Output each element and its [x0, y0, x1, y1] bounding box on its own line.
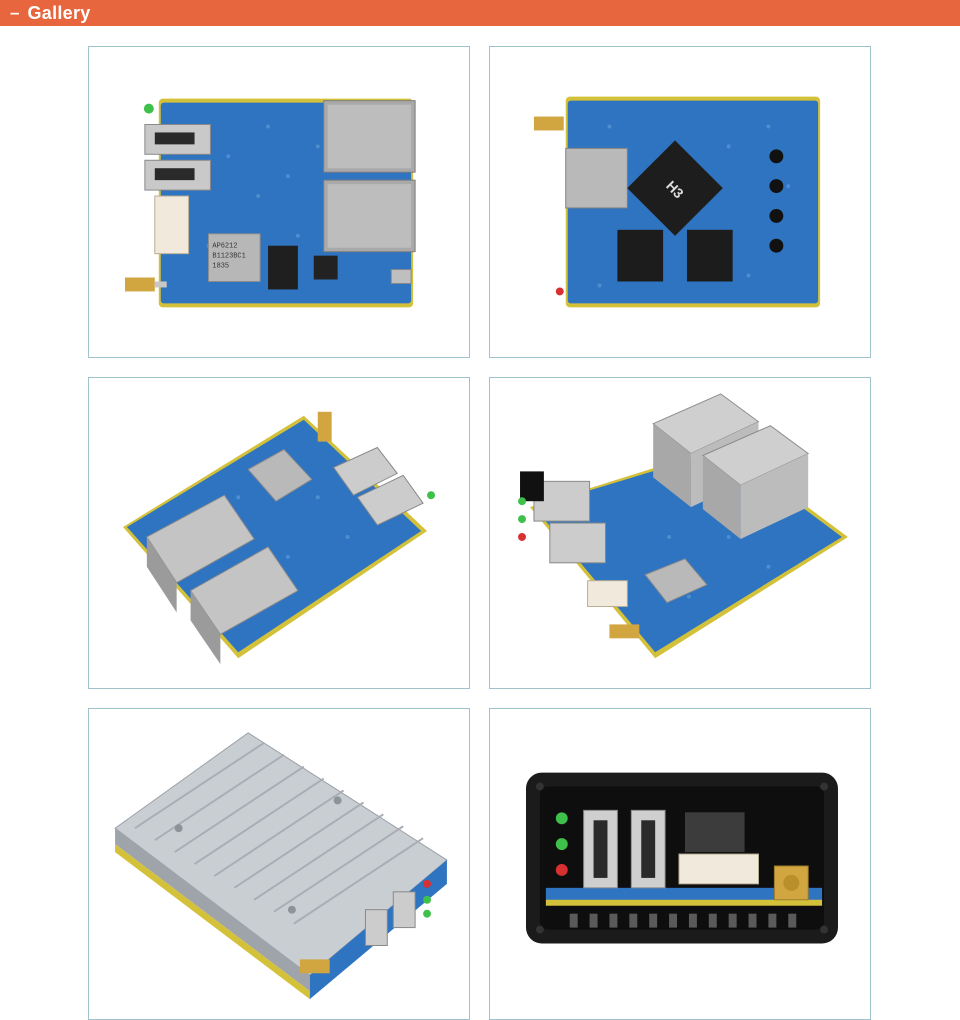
gallery-image-board-usb-angle[interactable] [489, 377, 871, 689]
gallery-image-aluminum-case[interactable] [88, 708, 470, 1020]
header-title: Gallery [27, 3, 91, 23]
gallery-image-case-front[interactable] [489, 708, 871, 1020]
gallery-image-board-ethernet-angle[interactable] [88, 377, 470, 689]
gallery-image-board-top[interactable]: AP6212 B1123BC1 1835 [88, 46, 470, 358]
board-bottom-view-image: H3 [533, 96, 821, 308]
svg-text:1835: 1835 [212, 263, 229, 271]
board-angle-ethernet-image [123, 411, 435, 665]
board-angle-usb-image [518, 393, 848, 659]
gallery-image-board-bottom[interactable]: H3 [489, 46, 871, 358]
svg-text:B1123BC1: B1123BC1 [212, 253, 245, 261]
aluminum-case-image [114, 732, 448, 1000]
case-front-panel-image [525, 772, 838, 944]
gallery-section-header: – Gallery [0, 0, 960, 26]
svg-text:AP6212: AP6212 [212, 243, 237, 251]
board-top-view-image: AP6212 B1123BC1 1835 [124, 98, 416, 308]
header-dash: – [10, 3, 20, 22]
